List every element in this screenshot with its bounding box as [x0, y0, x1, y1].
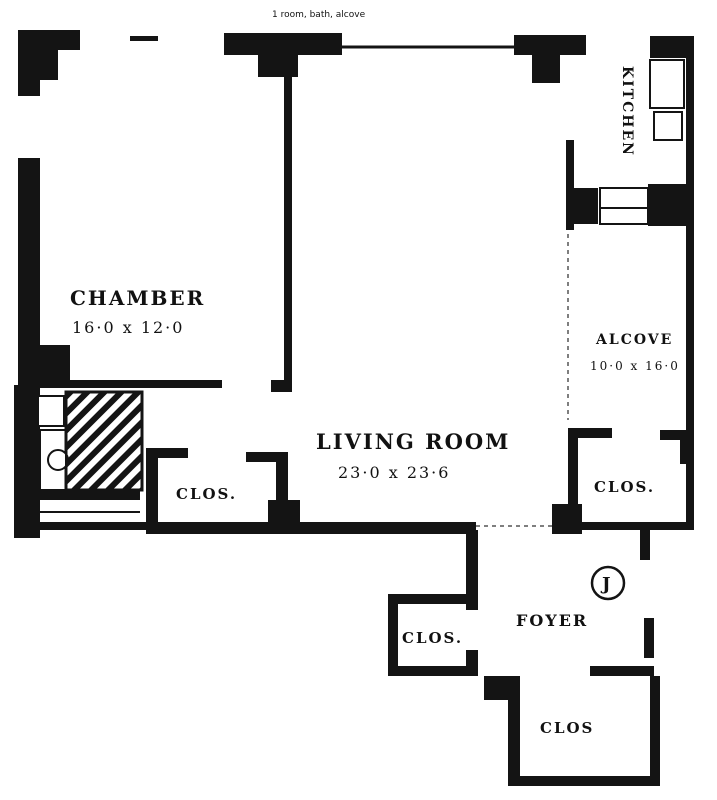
living-room-dimensions: 23·0 x 23·6	[338, 463, 450, 482]
chamber-label: CHAMBER	[70, 286, 205, 310]
elevator-marker: J	[590, 565, 626, 601]
kitchen-fixtures	[599, 59, 685, 225]
closet-chamber-label: CLOS.	[176, 485, 237, 503]
foyer-label: FOYER	[516, 611, 588, 630]
alcove-label: ALCOVE	[595, 332, 673, 348]
closet-alcove-label: CLOS.	[594, 478, 655, 496]
openings	[40, 234, 569, 527]
living-room-label: LIVING ROOM	[316, 429, 510, 454]
sink	[37, 395, 65, 427]
bathroom-floor	[64, 390, 144, 492]
plan-header-note: 1 room, bath, alcove	[272, 10, 366, 20]
walls	[14, 30, 694, 786]
bathroom-fixtures	[37, 390, 144, 492]
kitchen-label: KITCHEN	[619, 66, 635, 157]
toilet	[47, 449, 69, 471]
room-labels: CHAMBER 16·0 x 12·0 LIVING ROOM 23·0 x 2…	[70, 66, 680, 737]
alcove-dimensions: 10·0 x 16·0	[590, 359, 680, 373]
closet-foyer-bottom-label: CLOS	[540, 719, 594, 737]
elevator-marker-letter: J	[600, 574, 613, 595]
chamber-dimensions: 16·0 x 12·0	[72, 318, 184, 337]
closet-foyer-left-label: CLOS.	[402, 629, 463, 647]
